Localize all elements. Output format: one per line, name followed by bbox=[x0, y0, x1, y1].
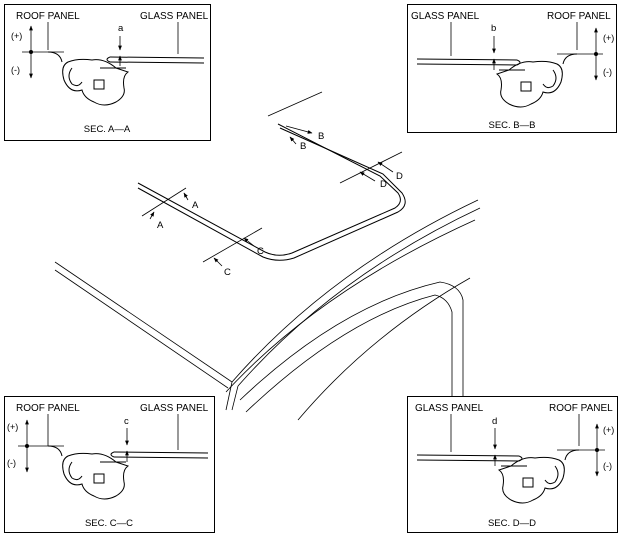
sec-c-arrow-top bbox=[243, 237, 255, 247]
minus-label: (-) bbox=[11, 65, 20, 75]
left-panel-label: ROOF PANEL bbox=[16, 403, 80, 414]
pillar-line-3 bbox=[297, 277, 471, 421]
pillar-line-2 bbox=[245, 294, 453, 413]
weatherstrip-lip bbox=[542, 69, 557, 89]
weatherstrip-lip bbox=[68, 461, 83, 481]
weatherstrip bbox=[62, 452, 130, 500]
glass-panel bbox=[109, 56, 205, 64]
roof-panel-edge bbox=[47, 445, 63, 457]
plus-label: (+) bbox=[7, 422, 18, 432]
sec-d-arrow-top bbox=[377, 161, 394, 173]
clearance-label-b: b bbox=[491, 23, 496, 34]
right-panel-label: GLASS PANEL bbox=[140, 11, 209, 22]
sec-a-line bbox=[141, 187, 187, 217]
sec-a-arrow-top bbox=[183, 192, 189, 201]
left-panel-label: ROOF PANEL bbox=[16, 11, 80, 22]
weatherstrip bbox=[495, 60, 563, 108]
panel-frame bbox=[4, 396, 215, 533]
panel-frame bbox=[407, 4, 617, 133]
roof-panel-edge bbox=[564, 449, 580, 461]
sec-b-line-top bbox=[267, 91, 323, 117]
sec-c-line bbox=[202, 227, 263, 263]
windshield-line-1 bbox=[231, 199, 479, 383]
weatherstrip-hollow bbox=[93, 473, 105, 484]
minus-label: (-) bbox=[603, 461, 612, 471]
section-panel-b: GLASS PANEL ROOF PANEL (+) (-) b SEC. B—… bbox=[407, 4, 617, 133]
sec-d-arrow-bottom bbox=[359, 171, 376, 182]
plus-label: (+) bbox=[603, 33, 614, 43]
left-panel-label: GLASS PANEL bbox=[415, 403, 484, 414]
roof-line-1 bbox=[54, 261, 233, 383]
panel-frame bbox=[4, 4, 211, 141]
sec-b-arrow-top bbox=[285, 125, 313, 134]
roof-panel-edge bbox=[562, 53, 578, 65]
body-edge-line bbox=[225, 381, 233, 411]
section-caption: SEC. B—B bbox=[489, 120, 536, 131]
callout-a1: A bbox=[192, 200, 199, 211]
glass-panel bbox=[416, 58, 518, 66]
right-panel-label: GLASS PANEL bbox=[140, 403, 209, 414]
callout-a2: A bbox=[157, 220, 164, 231]
right-panel-label: ROOF PANEL bbox=[549, 403, 613, 414]
weatherstrip-hollow bbox=[520, 81, 532, 92]
callout-d1: D bbox=[396, 171, 403, 182]
weatherstrip-lip bbox=[544, 465, 559, 485]
callout-b2: B bbox=[300, 141, 306, 152]
glass-panel bbox=[416, 454, 520, 462]
minus-label: (-) bbox=[7, 458, 16, 468]
roof-line-2 bbox=[54, 269, 229, 389]
roof-panel-edge bbox=[47, 51, 63, 63]
callout-c1: C bbox=[257, 246, 264, 257]
glass-panel-outline-inner bbox=[137, 127, 406, 261]
section-caption: SEC. C—C bbox=[85, 518, 133, 529]
section-caption: SEC. A—A bbox=[84, 124, 131, 135]
left-panel-label: GLASS PANEL bbox=[411, 11, 480, 22]
sec-a-arrow-bottom bbox=[149, 211, 155, 220]
plus-label: (+) bbox=[11, 31, 22, 41]
body-edge-line-2 bbox=[231, 385, 239, 411]
glass-panel-end bbox=[106, 56, 111, 63]
weatherstrip bbox=[62, 58, 130, 106]
sec-b-arrow-bottom bbox=[289, 136, 297, 145]
windshield-line-3 bbox=[225, 219, 476, 393]
roof-view: B B A A C C D D bbox=[54, 91, 481, 421]
minus-label: (-) bbox=[603, 67, 612, 77]
section-panel-a: ROOF PANEL GLASS PANEL (+) (-) a SEC. A—… bbox=[4, 4, 211, 141]
sec-c-arrow-bottom bbox=[213, 257, 223, 267]
callout-b1: B bbox=[318, 131, 324, 142]
plus-label: (+) bbox=[603, 425, 614, 435]
glass-panel bbox=[113, 451, 209, 459]
right-panel-label: ROOF PANEL bbox=[547, 11, 611, 22]
section-panel-c: ROOF PANEL GLASS PANEL (+) (-) c SEC. C—… bbox=[4, 396, 215, 533]
weatherstrip-lip bbox=[68, 67, 83, 87]
pillar-line-1 bbox=[239, 281, 464, 401]
callout-d2: D bbox=[380, 179, 387, 190]
weatherstrip-hollow bbox=[522, 477, 534, 488]
glass-panel-outline-outer bbox=[137, 123, 401, 256]
section-caption: SEC. D—D bbox=[488, 518, 536, 529]
clearance-label-c: c bbox=[124, 416, 129, 427]
callout-c2: C bbox=[224, 267, 231, 278]
windshield-line-2 bbox=[237, 207, 481, 387]
sec-d-line bbox=[339, 151, 403, 184]
weatherstrip bbox=[497, 456, 565, 504]
clearance-label-a: a bbox=[118, 23, 124, 34]
weatherstrip-hollow bbox=[93, 79, 105, 90]
glass-panel-end bbox=[110, 451, 115, 458]
section-panel-d: GLASS PANEL ROOF PANEL (+) (-) d SEC. D—… bbox=[407, 396, 618, 533]
clearance-label-d: d bbox=[492, 416, 497, 427]
